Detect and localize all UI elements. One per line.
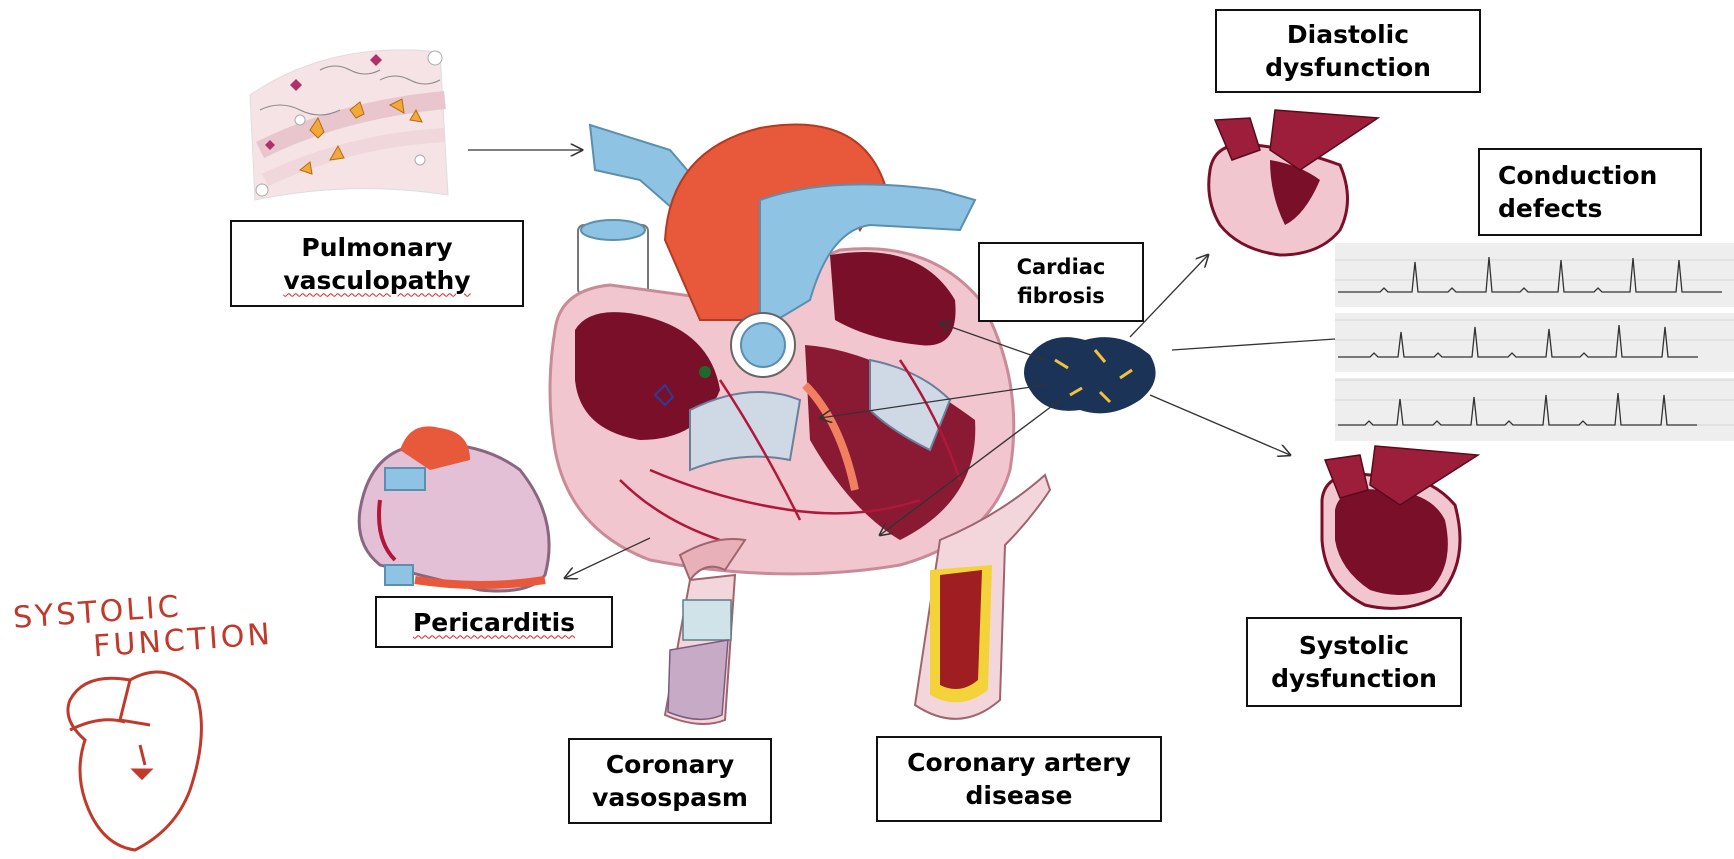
pulmonary-vasculopathy-label: Pulmonary vasculopathy bbox=[230, 220, 524, 307]
pulmonary-line-2: vasculopathy bbox=[283, 264, 470, 297]
diastolic-line-2: dysfunction bbox=[1265, 51, 1431, 84]
fibrosis-mesh bbox=[1024, 337, 1156, 413]
cardiac-fibrosis-line-1: Cardiac bbox=[1017, 253, 1106, 282]
systolic-line-1: Systolic bbox=[1271, 629, 1437, 662]
systolic-dysfunction-label: Systolic dysfunction bbox=[1246, 617, 1462, 707]
arrow-pericarditis bbox=[565, 538, 650, 578]
pericarditis-heart-illustration bbox=[359, 426, 549, 591]
ecg-strip bbox=[1335, 243, 1734, 441]
diastolic-heart-illustration bbox=[1209, 110, 1378, 255]
conduction-defects-label: Conduction defects bbox=[1478, 148, 1702, 236]
cad-line-2: disease bbox=[907, 779, 1131, 812]
systolic-line-2: dysfunction bbox=[1271, 662, 1437, 695]
pulmonary-line-1: Pulmonary bbox=[283, 231, 470, 264]
diastolic-line-1: Diastolic bbox=[1265, 18, 1431, 51]
cardiac-fibrosis-label: Cardiac fibrosis bbox=[978, 242, 1144, 322]
cad-line-1: Coronary artery bbox=[907, 746, 1131, 779]
handwritten-heart-sketch bbox=[68, 672, 201, 850]
pericarditis-text: Pericarditis bbox=[413, 606, 575, 639]
pulmonary-tissue-illustration bbox=[250, 50, 448, 200]
pericarditis-label: Pericarditis bbox=[375, 596, 613, 648]
diastolic-dysfunction-label: Diastolic dysfunction bbox=[1215, 9, 1481, 93]
conduction-line-1: Conduction bbox=[1498, 159, 1657, 192]
coronary-artery-disease-label: Coronary artery disease bbox=[876, 736, 1162, 822]
cardiac-fibrosis-line-2: fibrosis bbox=[1017, 282, 1106, 311]
coronary-vasospasm-line-1: Coronary bbox=[592, 748, 748, 781]
systolic-heart-illustration bbox=[1322, 446, 1478, 608]
conduction-line-2: defects bbox=[1498, 192, 1657, 225]
coronary-vasospasm-label: Coronary vasospasm bbox=[568, 738, 772, 824]
heart-cross-section bbox=[550, 125, 1014, 574]
coronary-vasospasm-line-2: vasospasm bbox=[592, 781, 748, 814]
